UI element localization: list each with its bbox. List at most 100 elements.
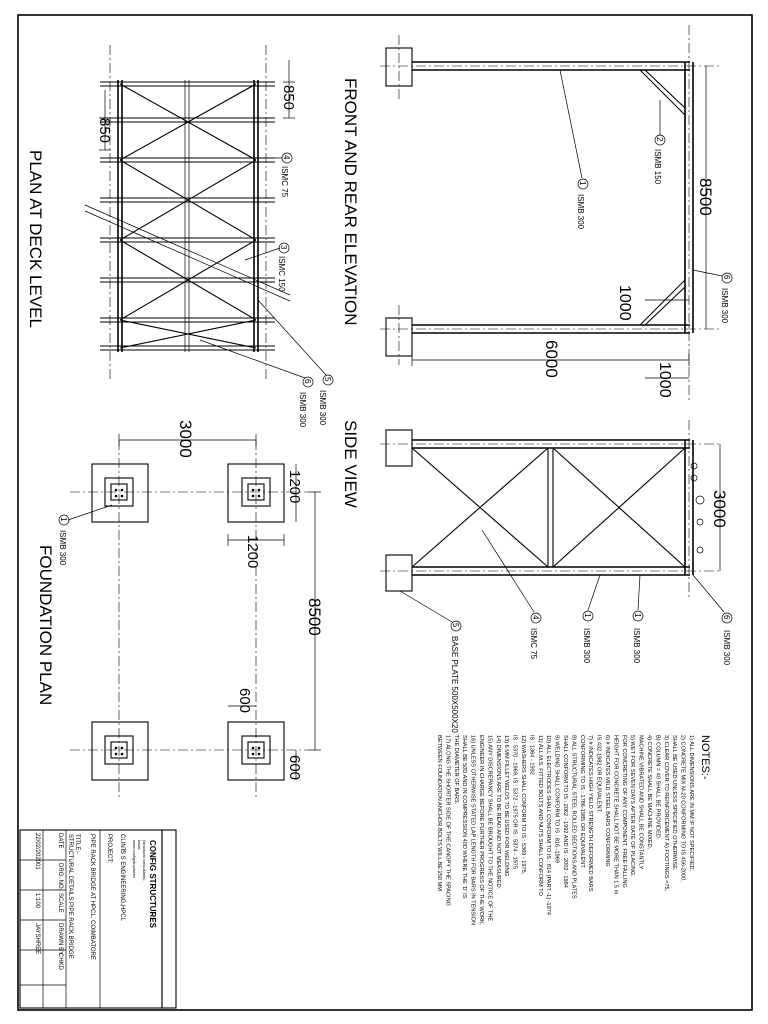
- side-callout-6-num: 6: [722, 615, 731, 620]
- note-line: IS : 5370 - 1969, IS : 5372 - 1975 OR IS…: [512, 735, 518, 869]
- note-line: 6) # INDICATES MILD STEEL BARS CONFORMIN…: [604, 735, 610, 867]
- found-dim-600-b: 600: [286, 755, 303, 780]
- side-callout-4-text: ISMC 75: [529, 628, 538, 660]
- found-dim-8500: 8500: [305, 598, 324, 636]
- elev-callout-1-num: 1: [578, 181, 587, 186]
- note-line: 14) DIMENSIONS ARE TO BE READ AND NOT ME…: [495, 735, 501, 890]
- note-line: 15) ANY DISCREPANCY SHALL BE BROUGHT TO …: [486, 735, 492, 921]
- client-label: CLINT:: [119, 834, 125, 853]
- note-line: 8) ALL STRUCTURAL STEEL ROLLED SECTIONS …: [570, 735, 576, 899]
- tb-value: JAYSHREE: [34, 923, 40, 954]
- side-callout-1b-text: ISMB 300: [632, 628, 641, 664]
- company-sub2: kovai: [137, 840, 142, 849]
- plan-callout-5-num: 5: [323, 377, 332, 382]
- note-line: SHALL BE 50D AND IN COMPRESSION 40D WHER…: [461, 735, 467, 899]
- notes-lines: 1) ALL DIMENSIONS ARE IN MM IF NOT SPECI…: [436, 735, 694, 926]
- note-line: 7) # INDICATES HIGH YIELD STRENGTH DEFOR…: [587, 735, 593, 892]
- title-block: CONFIG STRUCTURES (structural consultant…: [19, 829, 177, 1009]
- title-value: STRUCTURAL DETAILS PIPE RACK BRIDGE: [67, 834, 73, 959]
- side-callout-4-num: 4: [531, 615, 540, 620]
- side-callout-5-num: 5: [451, 623, 460, 628]
- side-view: SIDE VIEW 3000 4 I: [341, 420, 733, 733]
- note-line: IS : 1364 - 1992: [528, 735, 534, 775]
- sheet-border: [17, 14, 753, 1011]
- tb-header: DATE: [57, 833, 63, 849]
- project-label: PROJECT:: [106, 834, 112, 863]
- note-line: 4) CONCRETE SHALL BE MACHINE MIXED,: [646, 735, 652, 850]
- tb-value: 01: [34, 863, 40, 870]
- elevation-title: FRONT AND REAR ELEVATION: [341, 78, 360, 326]
- plan-callout-4-text: ISMC 75: [280, 166, 289, 198]
- note-line: 11) ALL M.S. FITTED BOLTS AND NUTS SHALL…: [537, 735, 543, 896]
- note-line: 3) CLEAR COVER TO REINFORCEMENT A) FOOTI…: [663, 735, 669, 892]
- plan-at-deck-level: 850 850 PLAN AT DECK LEVEL 4 ISMC 75 3 I…: [26, 45, 334, 428]
- company-sub3: www.configstructures: [132, 840, 137, 878]
- company-name: CONFIG STRUCTURES: [148, 840, 157, 929]
- note-line: 9) WELDING SHALL CONFORM TO IS : 816 -19…: [554, 735, 560, 863]
- found-dim-1200-a: 1200: [286, 470, 303, 503]
- note-line: CONFORMING TO IS : 1786-1985 OR EQUIVALE…: [579, 735, 585, 869]
- plan-title: PLAN AT DECK LEVEL: [26, 150, 45, 328]
- note-line: SHALL BE USED UNLESS SPECIFIED OTHERWISE…: [671, 735, 677, 871]
- side-callout-1a-num: 1: [583, 613, 592, 618]
- tb-value: 1:100: [34, 893, 40, 909]
- note-line: 1) ALL DIMENSIONS ARE IN MM IF NOT SPECI…: [688, 735, 694, 872]
- elev-dim-8500: 8500: [696, 178, 715, 216]
- note-line: B) COLUMN = 40 SHALL BE PROVIDED.: [654, 735, 660, 840]
- elev-dim-1000-a: 1000: [616, 285, 633, 321]
- tb-header: DRG. NO.: [57, 863, 63, 891]
- note-line: 12) WASHERS SHALL CONFORM TO IS : 5369 -…: [520, 735, 526, 875]
- side-callout-5-text: BASE PLATE 500X500X20: [450, 636, 459, 733]
- note-line: MACHINE VIBRATED AND SHALL BE CONSTANTLY: [638, 735, 644, 870]
- tb-header: SCALE: [57, 893, 63, 913]
- plan-dim-850-bottom: 850: [96, 118, 113, 143]
- note-line: 5) WET FOR SEVEN DAYS AFTER DATE OF PLAC…: [629, 735, 635, 877]
- client-value: S S ENGINEERING,HPCL: [119, 850, 125, 922]
- note-line: FOR CONCRETING OF ANY COMPONENT, FREE FA…: [621, 735, 627, 888]
- plan-callout-4-num: 4: [282, 155, 291, 160]
- project-value: PIPE RACK BRIDGE AT HPCL, COIMBATORE: [89, 834, 95, 960]
- note-line: 10) ALL ELECTRODES SHALL CONFORM TO IS :…: [545, 735, 551, 915]
- elev-callout-1-text: ISMB 300: [576, 194, 585, 230]
- side-view-title: SIDE VIEW: [341, 420, 360, 508]
- tb-header: DRAWN BY: [57, 923, 63, 955]
- elev-dim-1000-b: 1000: [656, 362, 673, 398]
- side-callout-1b-num: 1: [633, 613, 642, 618]
- tb-value: 22/02/2020: [34, 833, 40, 864]
- note-line: THE DIAMETER OF BARS.: [453, 735, 459, 805]
- note-line: BETWEEN FOUNDATION ANCHOR BOLTS WILL BE …: [436, 735, 442, 891]
- side-callout-6-text: ISMB 300: [722, 630, 731, 666]
- foundation-title: FOUNDATION PLAN: [36, 545, 55, 705]
- plan-callout-6-text: ISMB 300: [298, 392, 307, 428]
- elev-callout-6-text: ISMB 300: [720, 288, 729, 324]
- note-line: 16) UNLESS OTHERWISE STATED LAP LENGTH F…: [470, 735, 476, 925]
- plan-callout-6-num: 6: [303, 379, 312, 384]
- note-line: 17) ALONG THE SHORTER SIDE OF THE CANOPY…: [444, 735, 450, 906]
- note-line: ENGINEER IN CHARGE BEFORE FURTHER PROGRE…: [478, 735, 484, 926]
- plan-callout-3-text: ISMC 150: [277, 256, 286, 292]
- tb-header: CHKD: [57, 953, 63, 971]
- found-callout-1-num: 1: [59, 517, 68, 522]
- plan-callout-5-text: ISMB 300: [318, 390, 327, 426]
- foundation-plan: FOUNDATION PLAN 3000 1200 1: [36, 420, 324, 800]
- front-rear-elevation: FRONT AND REAR ELEVATION 8500 6000 100: [341, 25, 733, 400]
- elev-callout-6-num: 6: [722, 275, 731, 280]
- found-dim-600-a: 600: [236, 688, 253, 713]
- found-callout-1-text: ISMB 300: [58, 530, 67, 566]
- note-line: IS:432-1982 OR EQUIVALENT.: [596, 735, 602, 813]
- plan-dim-850-top: 850: [280, 85, 297, 110]
- title-label: TITLE:-: [74, 834, 80, 854]
- plan-callout-3-num: 3: [279, 245, 288, 250]
- notes-heading: NOTES:-: [699, 735, 711, 780]
- side-dim-3000: 3000: [710, 490, 729, 528]
- note-line: SHALL CONFORM TO IS : 2062 - 1992 AND IS…: [562, 735, 568, 888]
- notes-block: NOTES:- 1) ALL DIMENSIONS ARE IN MM IF N…: [436, 735, 711, 926]
- company-sub1: (structural consultants): [142, 840, 147, 881]
- found-dim-3000: 3000: [176, 420, 195, 458]
- found-dim-1200-b: 1200: [244, 535, 261, 568]
- note-line: 13) 6 MM FILLET WELDS TO BE USED FOR WEL…: [503, 735, 509, 878]
- note-line: HEIGHT FOR CONCRETE SHALL NOT BE MORE TH…: [612, 735, 618, 896]
- elev-callout-2-num: 2: [655, 137, 664, 142]
